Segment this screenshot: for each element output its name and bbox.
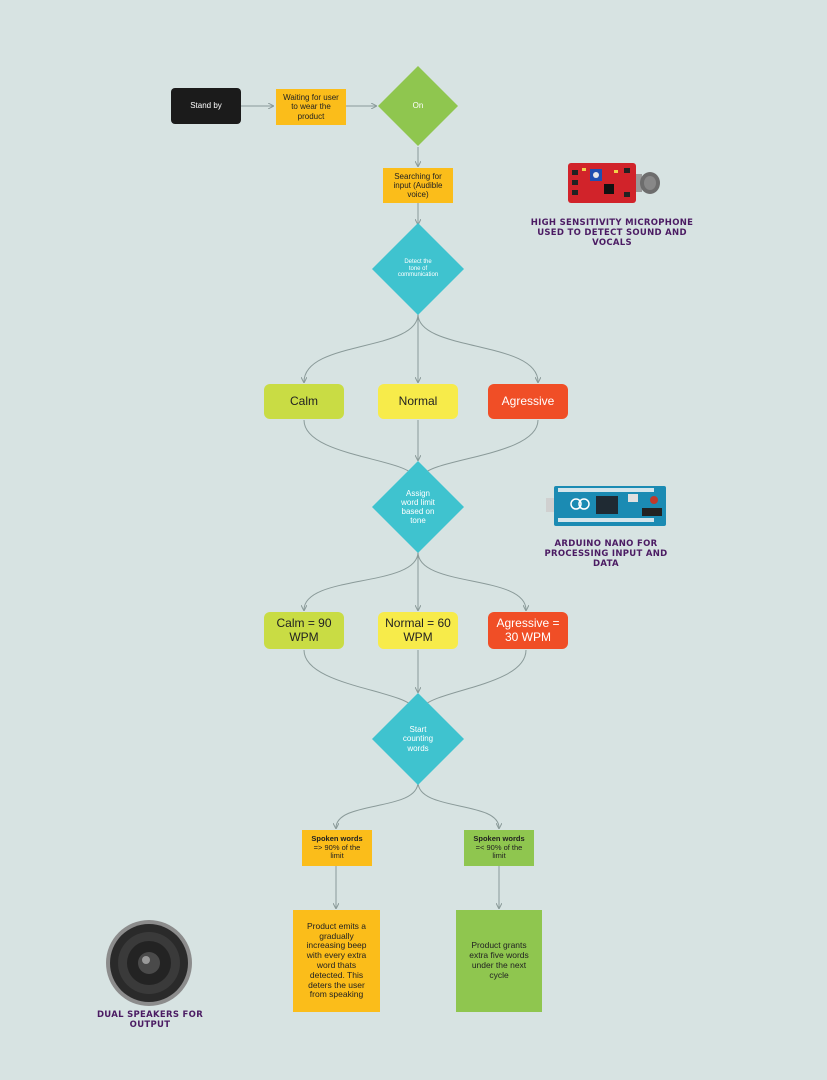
searching-node: Searching for input (Audible voice): [383, 168, 453, 203]
waiting-node: Waiting for user to wear the product: [276, 89, 346, 125]
calm-label: Calm: [289, 393, 318, 408]
grants-words-node: Product grants extra five words under th…: [456, 910, 542, 1012]
standby-label: Stand by: [190, 101, 222, 111]
normal-wpm-node: Normal = 60 WPM: [378, 612, 458, 649]
normal-label: Normal: [398, 393, 438, 408]
start-counting-decision: Start counting words: [372, 693, 464, 785]
calm-wpm-label: Calm = 90 WPM: [276, 615, 332, 644]
microphone-module-icon: [568, 163, 660, 203]
aggressive-wpm-node: Agressive = 30 WPM: [488, 612, 568, 649]
emits-beep-node: Product emits a gradually increasing bee…: [293, 910, 380, 1012]
detect-tone-decision: Detect the tone of communication: [372, 223, 464, 315]
connector-calm-assign: [303, 419, 414, 476]
grants-words-label: Product grants extra five words under th…: [469, 940, 529, 980]
over-limit-node: Spoken words => 90% of the limit: [302, 830, 372, 866]
speaker-caption: Dual speakers for output: [96, 1010, 204, 1030]
arduino-board-icon: [546, 486, 666, 526]
under-limit-title: Spoken words: [473, 834, 525, 844]
connector-aggressivewpm-start: [422, 649, 527, 708]
normal-wpm-label: Normal = 60 WPM: [385, 615, 451, 644]
on-decision: On: [378, 66, 458, 146]
on-label: On: [412, 101, 424, 111]
assign-limit-decision: Assign word limit based on tone: [372, 461, 464, 553]
connector-start-under: [417, 781, 499, 828]
assign-limit-label: Assign word limit based on tone: [401, 488, 435, 526]
over-limit-rest: => 90% of the limit: [313, 842, 361, 861]
under-limit-rest: =< 90% of the limit: [475, 842, 523, 861]
waiting-label: Waiting for user to wear the product: [283, 93, 339, 121]
aggressive-node: Agressive: [488, 384, 568, 419]
connector-calmwpm-start: [303, 649, 414, 708]
arduino-caption: Arduino Nano for processing input and da…: [544, 539, 668, 569]
connector-detect-calm: [304, 313, 419, 382]
connector-aggressive-assign: [422, 419, 539, 476]
standby-node: Stand by: [171, 88, 241, 124]
under-limit-node: Spoken words =< 90% of the limit: [464, 830, 534, 866]
over-limit-title: Spoken words: [311, 834, 363, 844]
connector-assign-calm-wpm: [304, 551, 419, 610]
speaker-icon: [106, 920, 192, 1006]
emits-beep-label: Product emits a gradually increasing bee…: [306, 920, 367, 1000]
connector-start-over: [336, 781, 419, 828]
connector-assign-aggressive-wpm: [417, 551, 526, 610]
aggressive-label: Agressive: [501, 393, 555, 408]
searching-label: Searching for input (Audible voice): [393, 171, 443, 200]
start-counting-label: Start counting words: [402, 725, 434, 753]
microphone-caption: High sensitivity microphone used to dete…: [530, 218, 694, 248]
aggressive-wpm-label: Agressive = 30 WPM: [496, 615, 560, 644]
connector-detect-aggressive: [417, 313, 538, 382]
normal-node: Normal: [378, 384, 458, 419]
calm-wpm-node: Calm = 90 WPM: [264, 612, 344, 649]
calm-node: Calm: [264, 384, 344, 419]
detect-tone-label: Detect the tone of communication: [397, 258, 439, 279]
